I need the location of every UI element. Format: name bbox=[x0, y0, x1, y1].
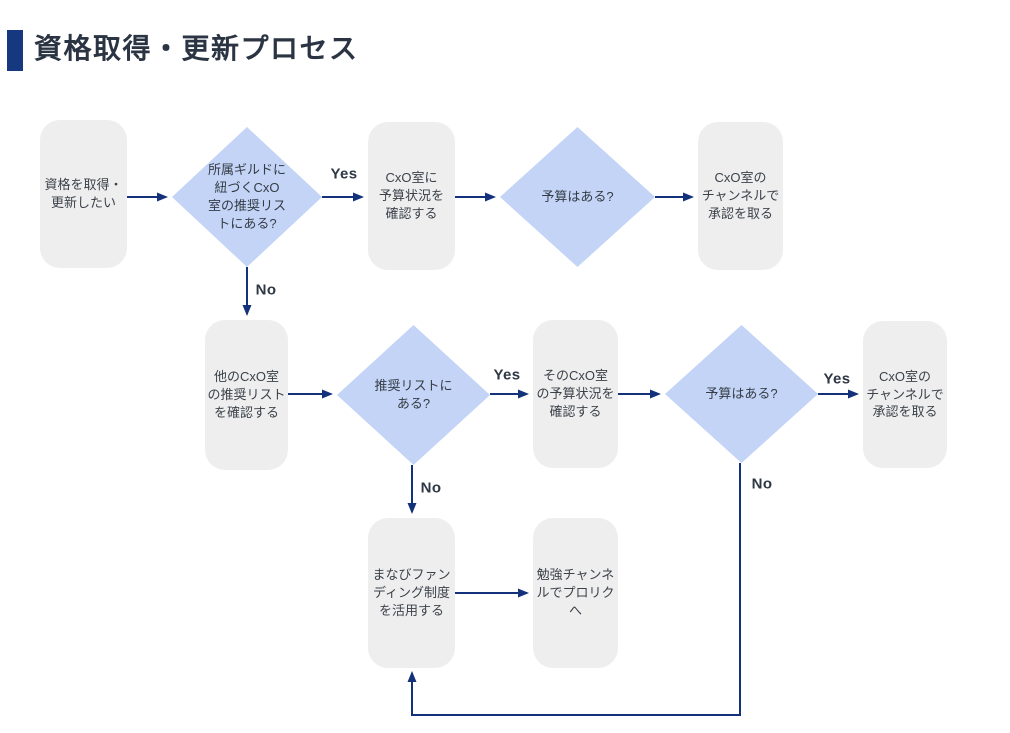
edge-label-no-3: No bbox=[751, 475, 773, 493]
node-study-channel: 勉強チャンネ ルでプロリク へ bbox=[533, 518, 618, 668]
node-approval-2: CxO室の チャンネルで 承認を取る bbox=[863, 321, 947, 468]
edge-label-no-1: No bbox=[255, 281, 277, 299]
title-accent-bar bbox=[7, 30, 23, 71]
node-check-other-cxo: 他のCxO室 の推奨リスト を確認する bbox=[205, 320, 288, 470]
edge-label-no-2: No bbox=[420, 479, 442, 497]
edge-label-yes-3: Yes bbox=[823, 370, 851, 388]
node-start: 資格を取得・ 更新したい bbox=[40, 120, 127, 268]
edge-label-yes-2: Yes bbox=[493, 366, 521, 384]
node-approval-1: CxO室の チャンネルで 承認を取る bbox=[698, 122, 783, 270]
edge-label-yes-1: Yes bbox=[330, 165, 358, 183]
node-check-that-cxo-budget: そのCxO室 の予算状況を 確認する bbox=[533, 320, 618, 468]
edge-budget2-no-to-manabi bbox=[407, 463, 741, 716]
node-manabi-funding: まなびファン ディング制度 を活用する bbox=[368, 518, 455, 668]
node-check-cxo-budget: CxO室に 予算状況を 確認する bbox=[368, 122, 455, 270]
page-title: 資格取得・更新プロセス bbox=[34, 33, 359, 64]
